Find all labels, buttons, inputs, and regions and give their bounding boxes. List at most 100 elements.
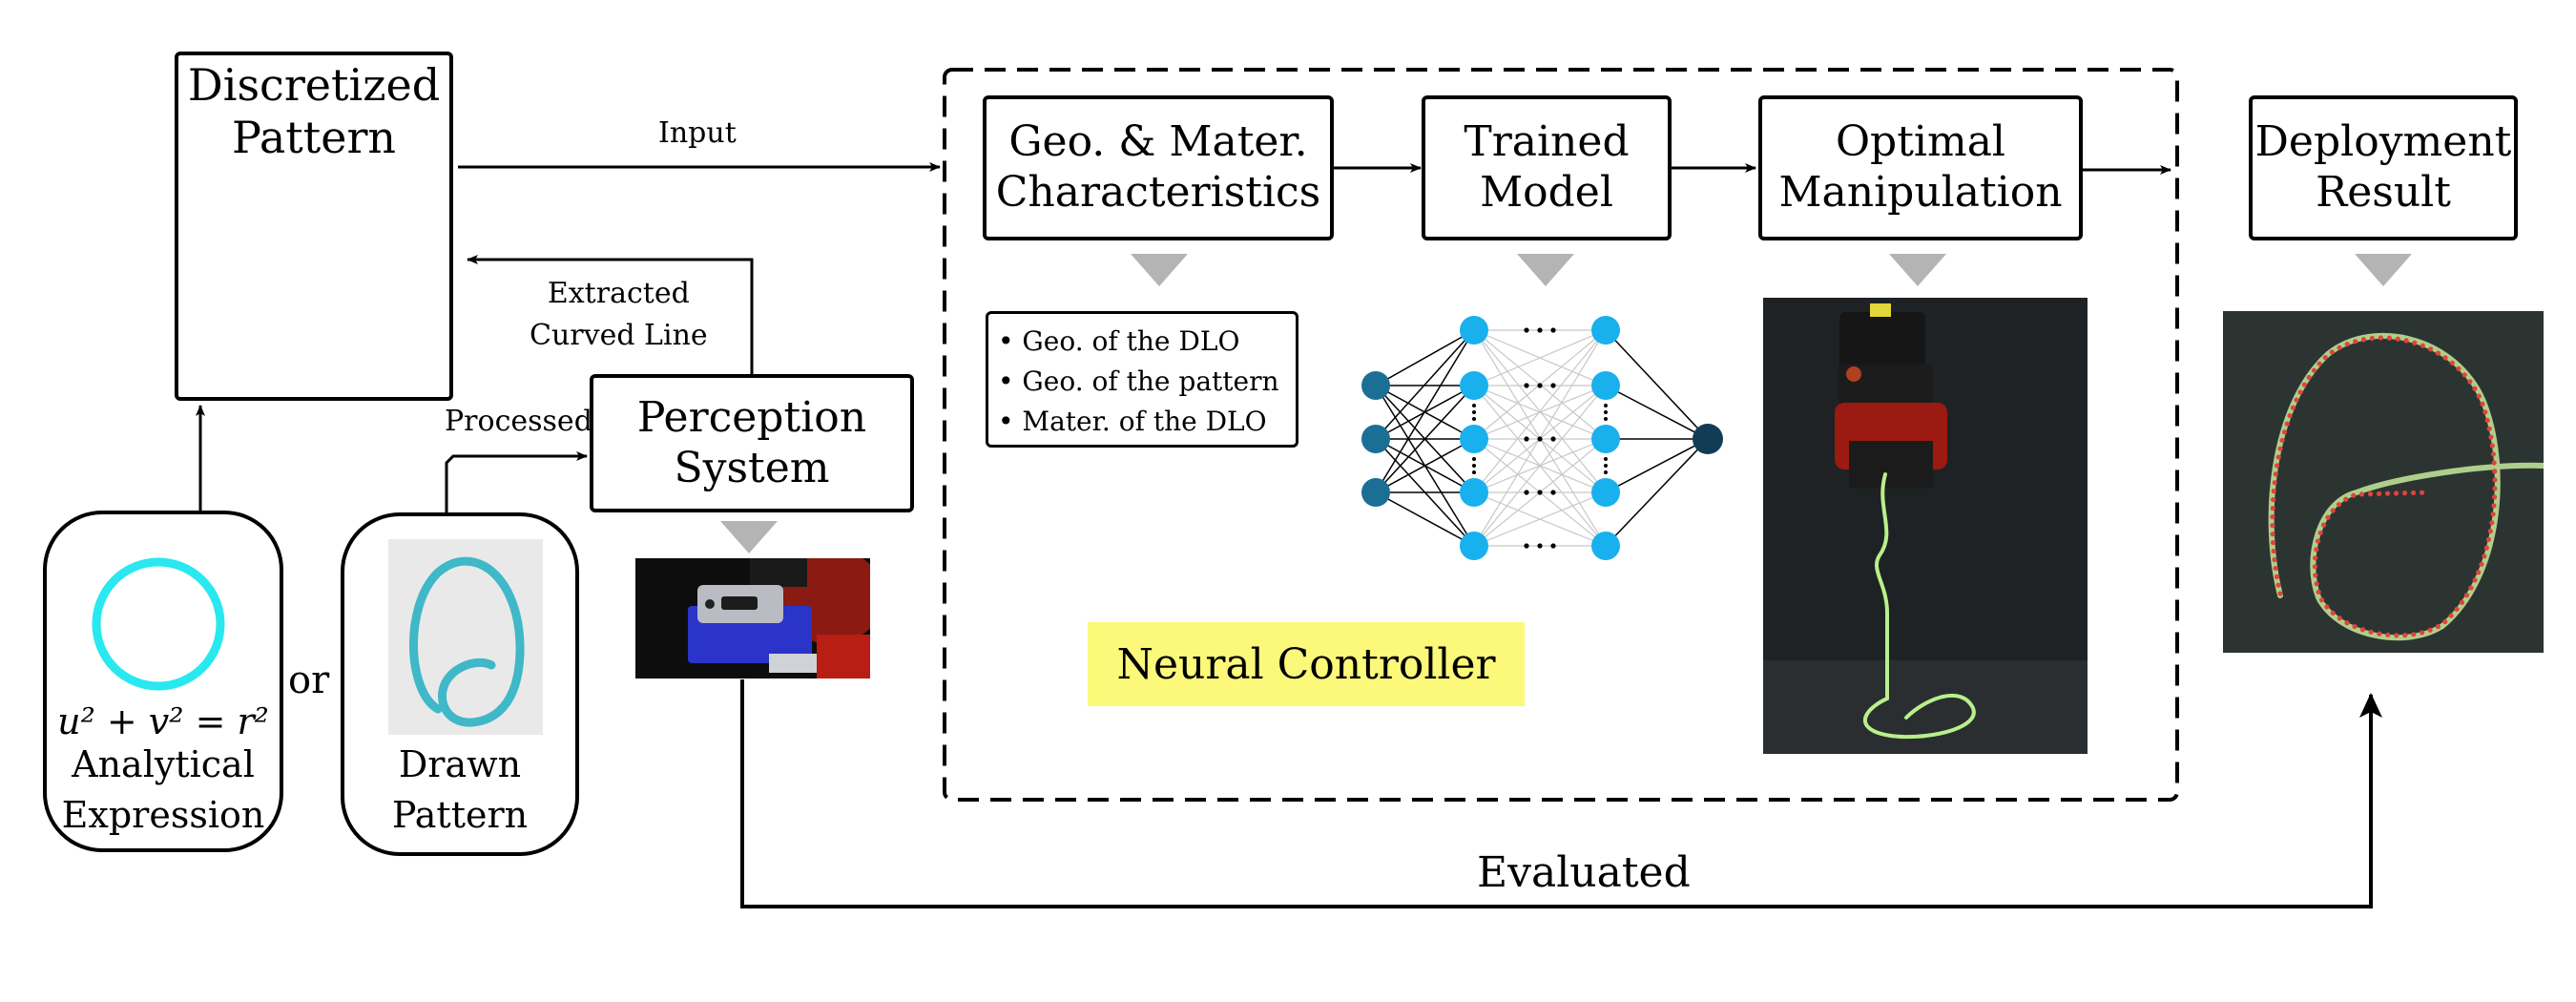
- deployment-dot: [2410, 490, 2417, 496]
- characteristics-list: Geo. of the DLO Geo. of the pattern Mate…: [986, 311, 1298, 448]
- deployment-pointer-icon: [2355, 254, 2412, 286]
- deployment-dot: [2377, 631, 2382, 637]
- deployment-dot: [2275, 454, 2281, 460]
- deployment-dot: [2336, 501, 2342, 508]
- deployment-result-title: Deployment Result: [2254, 117, 2512, 217]
- deployment-dot: [2483, 545, 2489, 551]
- deployment-dot: [2479, 561, 2484, 567]
- deployment-dot: [2316, 361, 2322, 366]
- drawn-pattern-box: [341, 512, 579, 856]
- nn-hidden-node: [1460, 478, 1488, 507]
- deployment-dot: [2277, 446, 2283, 451]
- deployment-dot: [2476, 570, 2482, 575]
- deployment-result-box: Deployment Result: [2249, 95, 2518, 240]
- deployment-dot: [2427, 346, 2434, 352]
- neural-controller-label: Neural Controller: [1088, 622, 1525, 706]
- deployment-dot: [2368, 629, 2374, 635]
- nn-hidden-node: [1591, 478, 1620, 507]
- deployment-dot: [2419, 630, 2425, 636]
- deployment-dot: [2492, 469, 2498, 474]
- deployment-dot: [2344, 620, 2350, 626]
- deployment-dot: [2427, 627, 2433, 633]
- deployment-dot: [2359, 627, 2366, 633]
- extracted-arrow: [467, 255, 754, 374]
- deployment-dot: [2492, 477, 2498, 483]
- optimal-manipulation-box: Optimal Manipulation: [1758, 95, 2083, 240]
- deployment-dot: [2463, 593, 2470, 598]
- perception-pointer-icon: [720, 521, 778, 553]
- equation-text: u² + v² = r²: [57, 700, 269, 742]
- deployment-dot: [2459, 599, 2465, 605]
- deployment-dot: [2313, 555, 2318, 561]
- deployment-dot: [2386, 335, 2392, 341]
- deployment-dot: [2467, 379, 2473, 385]
- camera-photo: [635, 558, 870, 678]
- optimal-pointer-icon: [1889, 254, 1946, 286]
- neural-network-graphic: [1361, 316, 1723, 560]
- model-pointer-icon: [1517, 254, 1574, 286]
- deployment-dot: [2488, 434, 2494, 440]
- deployment-dot: [2476, 393, 2482, 399]
- deployment-dot: [2270, 523, 2275, 529]
- deployment-dot: [2324, 604, 2330, 610]
- deployment-dot: [2318, 597, 2325, 603]
- deployment-dot: [2311, 367, 2317, 373]
- deployment-dot: [2279, 437, 2285, 444]
- discretized-pattern-box: Discretized Pattern: [175, 52, 453, 401]
- deployment-dot: [2369, 335, 2375, 342]
- nn-hidden-node: [1460, 425, 1488, 453]
- nn-hidden-node: [1460, 316, 1488, 344]
- deployment-dot: [2376, 491, 2382, 496]
- deployment-dot: [2320, 522, 2327, 528]
- deployment-dot: [2287, 413, 2293, 419]
- perception-system-box: Perception System: [590, 374, 914, 512]
- nn-hidden-node: [1591, 316, 1620, 344]
- deployment-dot: [2317, 530, 2323, 536]
- deployment-dot: [2402, 633, 2408, 638]
- deployment-dot: [2337, 344, 2342, 351]
- deployment-dot: [2358, 491, 2365, 497]
- drawn-pattern-label: Drawn Pattern: [391, 743, 529, 837]
- deployment-dot: [2490, 451, 2496, 457]
- deployment-dot: [2330, 508, 2336, 513]
- deployment-dot: [2485, 536, 2492, 543]
- characteristic-item: Mater. of the DLO: [998, 402, 1286, 442]
- deployment-dot: [2273, 565, 2278, 572]
- deployment-dot: [2491, 503, 2497, 509]
- deployment-dot: [2353, 339, 2358, 344]
- nn-hidden-node: [1460, 371, 1488, 400]
- deployment-dot: [2344, 342, 2350, 347]
- deployment-dot: [2435, 350, 2441, 356]
- deployment-dot: [2352, 623, 2358, 630]
- deployment-dot: [2435, 624, 2441, 630]
- deployment-dot: [2270, 514, 2275, 520]
- circle-icon: [92, 557, 225, 691]
- characteristic-item: Geo. of the DLO: [998, 322, 1286, 362]
- deployment-dot: [2401, 491, 2408, 496]
- deployment-dot: [2442, 618, 2448, 625]
- deployment-dot: [2275, 582, 2281, 588]
- deployment-dot: [2395, 336, 2400, 342]
- nn-hidden-node: [1591, 425, 1620, 453]
- deployment-dot: [2316, 589, 2321, 595]
- deployment-dot: [2273, 471, 2278, 477]
- deployment-dot: [2490, 511, 2496, 517]
- deployment-dot: [2385, 632, 2391, 637]
- deployment-dot: [2275, 463, 2280, 469]
- processed-arrow: [445, 451, 588, 513]
- extracted-label: Extracted Curved Line: [530, 277, 708, 352]
- deployment-dot: [2486, 426, 2492, 431]
- deployment-dot: [2314, 581, 2319, 587]
- deployment-dot: [2270, 506, 2275, 511]
- deployment-dot: [2272, 480, 2277, 486]
- deployment-dot: [2270, 539, 2276, 546]
- deployment-dot: [2491, 460, 2497, 466]
- nn-input-node: [1361, 478, 1390, 507]
- characteristic-item: Geo. of the pattern: [998, 362, 1286, 402]
- deployment-dot: [2489, 443, 2495, 449]
- deployment-dot: [2360, 337, 2367, 343]
- deployment-dot: [2313, 573, 2318, 578]
- deployment-dot: [2419, 490, 2425, 495]
- geo-mater-box: Geo. & Mater. Characteristics: [983, 95, 1334, 240]
- or-label: or: [288, 658, 330, 702]
